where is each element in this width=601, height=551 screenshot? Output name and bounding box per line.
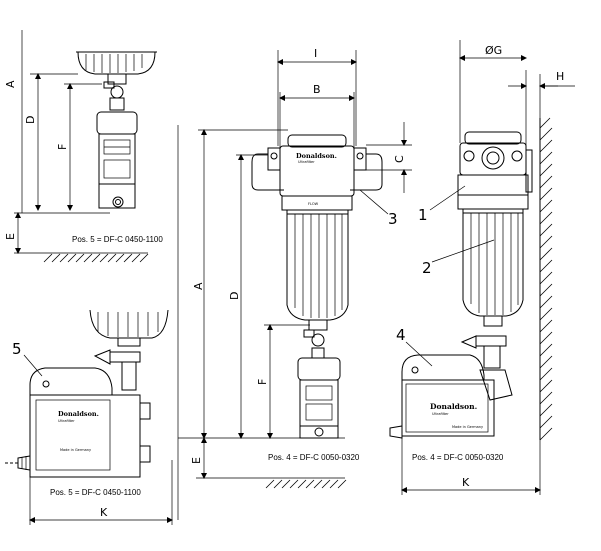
dim-B: B — [313, 83, 321, 96]
callout-2: 2 — [422, 259, 432, 277]
dim-C: C — [393, 155, 406, 163]
brand-center: Donaldson. — [296, 152, 337, 160]
dim-E-top-left: E — [4, 233, 17, 240]
caption-center: Pos. 4 = DF-C 0050-0320 — [268, 453, 360, 462]
dim-F-top-left: F — [56, 144, 69, 150]
brand-right: Donaldson. — [430, 402, 477, 411]
dim-E-center: E — [190, 457, 203, 464]
dim-A-center: A — [192, 282, 205, 290]
caption-right: Pos. 4 = DF-C 0050-0320 — [412, 453, 504, 462]
made-right: Made in Germany — [452, 425, 483, 429]
caption-bottom-left: Pos. 5 = DF-C 0450-1100 — [50, 488, 141, 497]
flow-center: FLOW — [308, 202, 319, 206]
caption-top-left: Pos. 5 = DF-C 0450-1100 — [72, 235, 163, 244]
sub-right: Ultrafilter — [432, 412, 449, 416]
callout-5: 5 — [12, 340, 22, 358]
sub-bottom-left: Ultrafilter — [58, 419, 75, 423]
sub-center: Ultrafilter — [298, 160, 315, 164]
dim-A-top-left: A — [4, 80, 17, 88]
dim-F-center: F — [256, 379, 269, 385]
dim-K-bottom-left: K — [100, 506, 108, 519]
brand-bottom-left: Donaldson. — [58, 410, 99, 418]
dim-G: ØG — [485, 44, 502, 57]
dim-K-right: K — [462, 476, 470, 489]
callout-3: 3 — [388, 210, 398, 228]
dim-I: I — [314, 47, 317, 60]
view-center: Donaldson. Ultrafilter FLOW I B — [177, 47, 412, 520]
callout-1: 1 — [418, 206, 428, 224]
made-bottom-left: Made in Germany — [60, 448, 91, 452]
view-top-left: A D F E Pos. 5 = DF-C 0450-1100 — [4, 30, 163, 263]
view-right: Donaldson. Ultrafilter Made in Germany 1… — [389, 40, 575, 495]
dim-H: H — [556, 70, 564, 83]
dim-D-center: D — [228, 292, 241, 300]
dim-D-top-left: D — [24, 116, 37, 124]
view-bottom-left: Donaldson. Ultrafilter Made in Germany 5… — [5, 309, 173, 525]
callout-4: 4 — [396, 326, 406, 344]
